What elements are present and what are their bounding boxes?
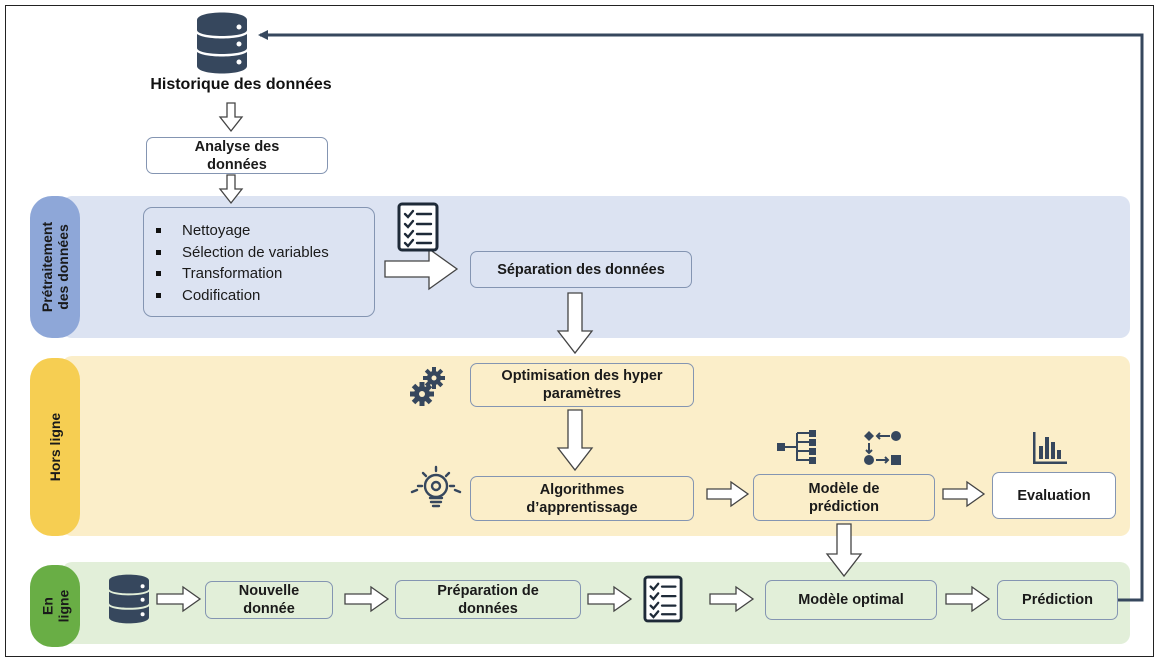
box-separation: Séparation des données [470,251,692,288]
checklist-icon [397,202,439,252]
box-analyse: Analyse des données [146,137,328,174]
step-item: Sélection de variables [152,242,374,264]
box-optimisation: Optimisation des hyper paramètres [470,363,694,407]
box-algorithmes: Algorithmes d’apprentissage [470,476,694,521]
box-modele-prediction: Modèle de prédiction [753,474,935,521]
box-preparation: Préparation de données [395,580,581,619]
phase-label-en-ligne: En ligne [30,565,80,647]
step-item: Transformation [152,263,374,285]
box-nouvelle-donnee: Nouvelle donnée [205,581,333,619]
checklist-icon [643,574,683,624]
box-preprocessing-steps: Nettoyage Sélection de variables Transfo… [143,207,375,317]
phase-label-hors-ligne: Hors ligne [30,358,80,536]
diagram-frame [5,5,1154,657]
step-item: Codification [152,285,374,307]
box-prediction: Prédiction [997,580,1118,620]
box-evaluation: Evaluation [992,472,1116,519]
database-icon [109,573,149,625]
tree-icon [775,430,817,464]
bar-chart-icon [1033,432,1067,464]
box-modele-optimal: Modèle optimal [765,580,937,620]
phase-label-pretraitement: Prétraitement des données [30,196,80,338]
title-historique: Historique des données [150,76,332,93]
flow-icon [864,430,902,466]
lightbulb-icon [408,462,464,518]
gears-icon [410,366,446,406]
step-item: Nettoyage [152,220,374,242]
database-icon [197,12,247,74]
